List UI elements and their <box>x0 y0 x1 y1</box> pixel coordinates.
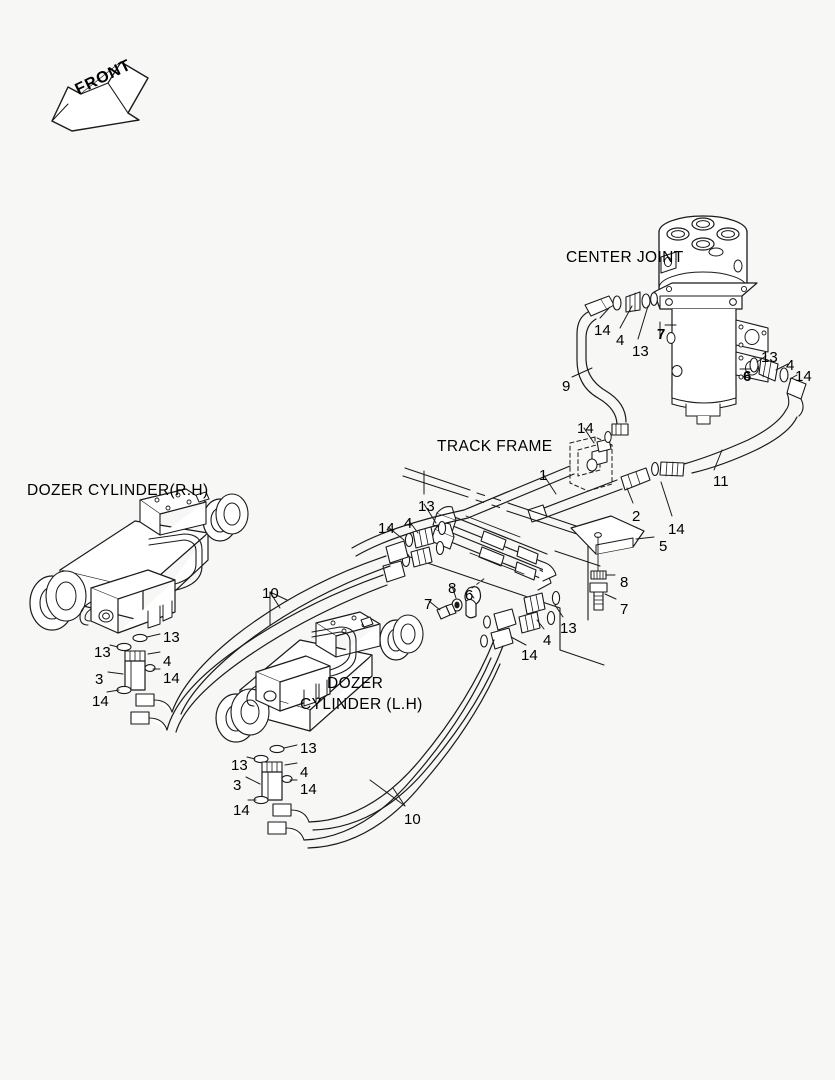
callout-c-14-b: 14 <box>795 368 812 385</box>
section-title-track-frame: TRACK FRAME <box>437 438 553 455</box>
manifold-tubes <box>430 506 557 591</box>
fitting-group-center-joint-left <box>612 291 658 313</box>
track-frame-rails <box>402 467 605 666</box>
fitting-stack-rh <box>116 633 173 731</box>
callout-c-10-b: 10 <box>404 811 421 828</box>
callout-c-6-b: 6 <box>465 587 474 604</box>
callout-c-9: 9 <box>562 378 571 395</box>
section-title-center-joint: CENTER JOINT <box>566 249 684 266</box>
callout-c-11: 11 <box>713 473 729 490</box>
callout-c-4-a: 4 <box>616 332 625 349</box>
callout-c-14-f: 14 <box>521 647 538 664</box>
leader-lines <box>106 305 798 807</box>
callout-c-13-b: 13 <box>761 349 778 366</box>
callout-c-6-a: 6 <box>743 368 752 385</box>
callout-c-8-b: 8 <box>448 580 457 597</box>
callout-c-13-a: 13 <box>632 343 649 360</box>
callout-c-14-a: 14 <box>594 322 611 339</box>
fitting-group-center-joint-right <box>749 357 807 417</box>
section-title-dozer-cylinder-lh-line2: CYLINDER (L.H) <box>300 696 423 713</box>
tube-2 <box>527 467 651 523</box>
dozer-cylinder-rh <box>29 488 249 634</box>
front-arrow-icon <box>51 61 149 132</box>
callout-c-13-rh-2: 13 <box>94 644 111 661</box>
section-title-dozer-cylinder-rh: DOZER CYLINDER(R.H) <box>27 482 209 499</box>
fitting-cluster-lower-manifold <box>480 590 561 650</box>
callout-c-7-c: 7 <box>424 596 433 613</box>
callout-c-4-d: 4 <box>543 632 552 649</box>
hose-9 <box>576 295 629 436</box>
callout-c-14-lh-2: 14 <box>233 802 250 819</box>
callout-c-3-lh: 3 <box>233 777 242 794</box>
bolt-7-right <box>589 582 608 611</box>
callout-c-8-a: 8 <box>620 574 629 591</box>
callout-c-5: 5 <box>659 538 668 555</box>
washer-8-right <box>590 570 607 580</box>
fitting-stack-lh <box>253 744 310 841</box>
section-title-dozer-cylinder-lh-line1: DOZER <box>327 675 384 692</box>
callout-c-13-rh-1: 13 <box>163 629 180 646</box>
callout-c-4-rh: 4 <box>163 653 172 670</box>
fitting-cluster-left-manifold <box>382 520 447 583</box>
callout-c-13-d: 13 <box>560 620 577 637</box>
callout-c-14-rh-1: 14 <box>163 670 180 687</box>
bolt-7-center <box>436 603 457 620</box>
callout-c-3-rh: 3 <box>95 671 104 688</box>
callout-c-7-b: 7 <box>620 601 629 618</box>
callout-c-4-lh: 4 <box>300 764 309 781</box>
callout-c-4-c: 4 <box>404 515 413 532</box>
hose-11 <box>651 409 798 477</box>
callout-c-14-rh-2: 14 <box>92 693 109 710</box>
tube-1 <box>351 465 575 557</box>
callout-c-14-e: 14 <box>378 520 395 537</box>
callout-c-13-lh-2: 13 <box>231 757 248 774</box>
dozer-cylinder-lh <box>215 611 424 743</box>
callout-c-13-c: 13 <box>418 498 435 515</box>
callout-c-1: 1 <box>539 467 548 484</box>
callout-c-4-b: 4 <box>786 357 795 374</box>
callout-c-2: 2 <box>632 508 641 525</box>
phantom-bracket-outline <box>569 431 613 492</box>
callout-c-13-lh-1: 13 <box>300 740 317 757</box>
center-joint-assembly <box>653 215 769 425</box>
callout-c-14-c: 14 <box>577 420 594 437</box>
callout-c-14-d: 14 <box>668 521 685 538</box>
hoses-10 <box>166 555 504 849</box>
clamp-6 <box>464 586 482 619</box>
callout-c-7-a: 7 <box>657 326 666 343</box>
callout-c-14-lh-1: 14 <box>300 781 317 798</box>
callout-c-10-a: 10 <box>262 585 279 602</box>
